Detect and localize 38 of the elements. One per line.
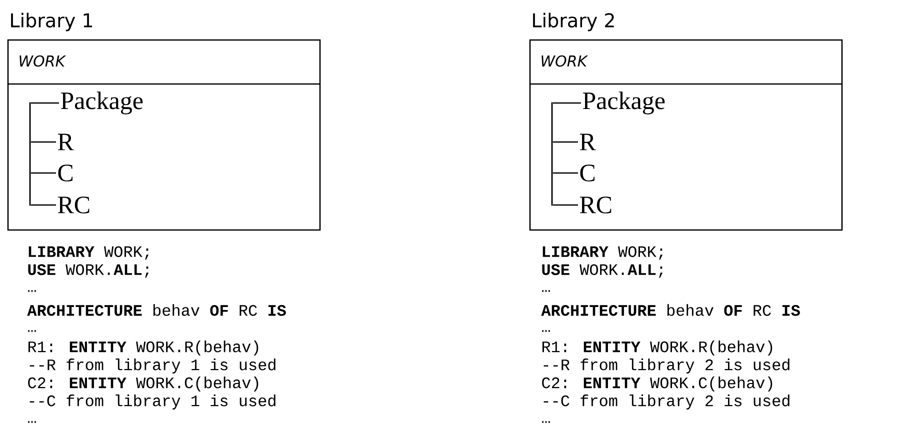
code-line: … [28, 290, 36, 292]
code-line: … [542, 290, 550, 292]
tree-item: Package [60, 92, 143, 114]
code-line: --R from library 1 is used [30, 358, 276, 374]
code-line: --R from library 2 is used [544, 358, 790, 374]
tree-item: R [58, 134, 74, 150]
tree-branch [30, 204, 56, 206]
code-line: R1: ENTITY WORK.R(behav) [28, 340, 258, 356]
code-line: R1: ENTITY WORK.R(behav) [542, 340, 772, 356]
code-line: USE WORK.ALL; [28, 264, 149, 278]
code-line: … [542, 330, 550, 332]
code-line: ARCHITECTURE behav OF RC IS [541, 304, 800, 316]
code-line: LIBRARY WORK; [28, 246, 149, 260]
tree-branch [552, 172, 578, 174]
tree-branch [30, 102, 59, 104]
code-line: … [28, 421, 36, 423]
tree-item: R [580, 134, 596, 150]
code-line: LIBRARY WORK; [542, 246, 663, 260]
code-line: --C from library 2 is used [544, 394, 790, 410]
tree-branch [30, 141, 56, 143]
code-line: C2: ENTITY WORK.C(behav) [28, 376, 258, 392]
tree-branch [30, 172, 56, 174]
code-line: … [542, 421, 550, 423]
node-label: Library 1 [11, 12, 92, 32]
tree-item: Package [582, 92, 665, 114]
code-line: --C from library 1 is used [30, 394, 276, 410]
tree-item: C [580, 164, 594, 182]
tree-item: C [58, 164, 72, 182]
code-line: C2: ENTITY WORK.C(behav) [542, 376, 772, 392]
tree-item: RC [580, 196, 612, 214]
tree-item: RC [58, 196, 90, 214]
tree-branch [552, 102, 581, 104]
code-line: USE WORK.ALL; [542, 264, 663, 278]
node-label: Library 2 [533, 12, 614, 32]
tree-branch [552, 141, 578, 143]
code-line: … [28, 330, 36, 332]
code-line: ARCHITECTURE behav OF RC IS [27, 304, 286, 316]
tree-branch [552, 204, 578, 206]
